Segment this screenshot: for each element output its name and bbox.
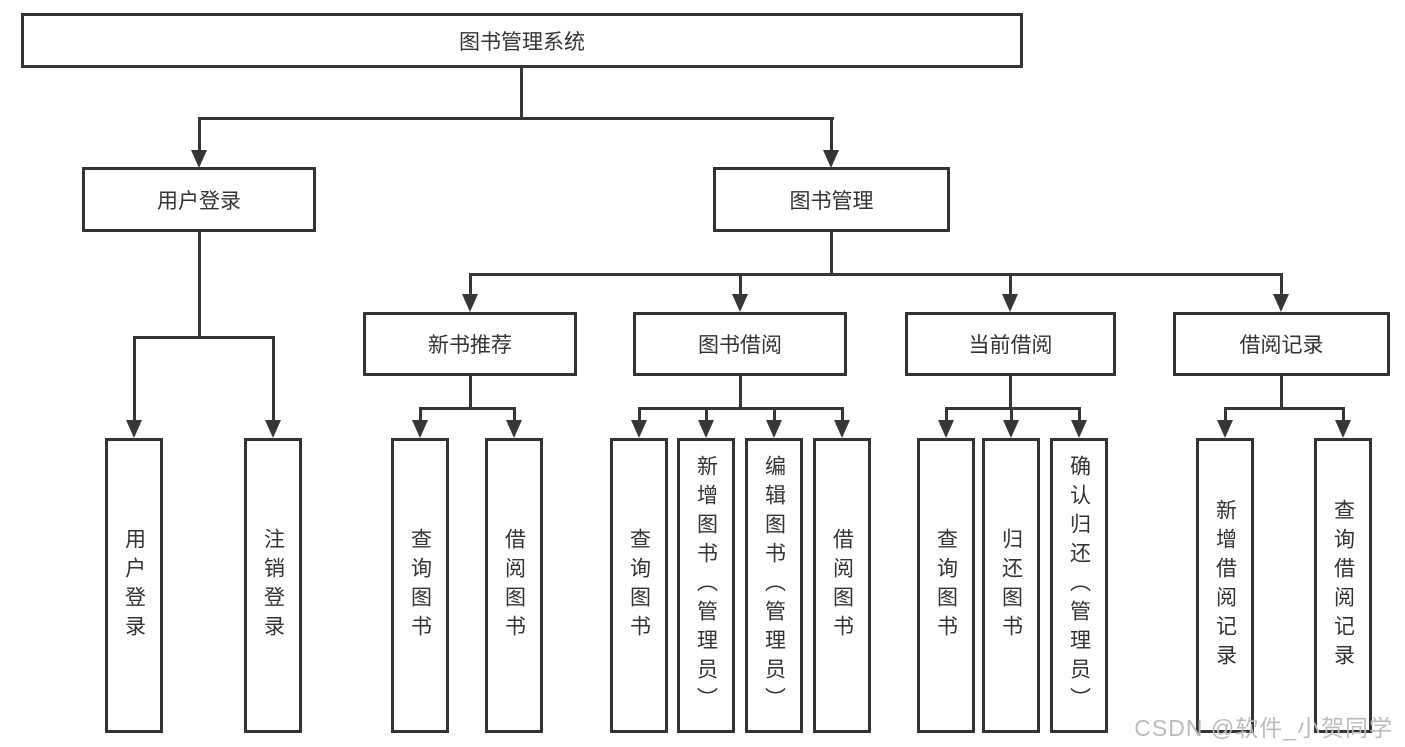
connector-line: [198, 232, 201, 336]
node-label: 编辑图书（管理员）: [762, 455, 786, 716]
connector-line: [133, 336, 275, 339]
node-borrow-books: 借阅图书: [813, 438, 871, 733]
arrow-down-icon: [191, 150, 207, 168]
node-label: 图书管理系统: [459, 30, 585, 54]
connector-line: [133, 336, 136, 422]
arrow-down-icon: [462, 294, 478, 312]
connector-line: [945, 407, 948, 422]
connector-line: [841, 407, 844, 422]
node-label: 查询图书: [627, 527, 651, 644]
connector-line: [1280, 273, 1283, 296]
arrow-down-icon: [732, 294, 748, 312]
connector-line: [469, 273, 472, 296]
arrow-down-icon: [823, 150, 839, 168]
connector-line: [773, 407, 776, 422]
node-query-books-recommend: 查询图书: [391, 438, 449, 733]
connector-line: [469, 376, 472, 407]
node-label: 注销登录: [261, 527, 285, 644]
connector-line: [739, 273, 742, 296]
connector-line: [419, 407, 516, 410]
node-book-borrowing: 图书借阅: [633, 312, 847, 376]
node-label: 用户登录: [122, 527, 146, 644]
arrow-down-icon: [938, 420, 954, 438]
arrow-down-icon: [1071, 420, 1087, 438]
connector-line: [830, 232, 833, 273]
node-label: 新增借阅记录: [1213, 498, 1237, 673]
node-new-book-recommendation: 新书推荐: [363, 312, 577, 376]
node-current-borrowing: 当前借阅: [905, 312, 1116, 376]
connector-line: [419, 407, 422, 422]
arrow-down-icon: [834, 420, 850, 438]
arrow-down-icon: [1273, 294, 1289, 312]
connector-line: [638, 407, 641, 422]
arrow-down-icon: [126, 420, 142, 438]
arrow-down-icon: [698, 420, 714, 438]
node-query-books-current: 查询图书: [917, 438, 975, 733]
arrow-down-icon: [1002, 294, 1018, 312]
node-edit-book-admin: 编辑图书（管理员）: [745, 438, 803, 733]
node-label: 用户登录: [157, 189, 241, 213]
arrow-down-icon: [1217, 420, 1233, 438]
node-confirm-return-admin: 确认归还（管理员）: [1050, 438, 1108, 733]
connector-line: [1009, 376, 1012, 407]
node-add-borrow-record: 新增借阅记录: [1196, 438, 1254, 733]
node-library-management-system: 图书管理系统: [21, 13, 1023, 68]
arrow-down-icon: [631, 420, 647, 438]
arrow-down-icon: [265, 420, 281, 438]
connector-line: [1224, 407, 1344, 410]
node-label: 查询图书: [934, 527, 958, 644]
node-query-borrow-record: 查询借阅记录: [1314, 438, 1372, 733]
connector-line: [513, 407, 516, 422]
csdn-watermark: CSDN @软件_小贺同学: [1134, 715, 1393, 741]
connector-line: [469, 273, 1283, 276]
node-label: 借阅图书: [830, 527, 854, 644]
connector-line: [520, 68, 523, 117]
node-label: 查询图书: [408, 527, 432, 644]
connector-line: [1280, 376, 1283, 407]
arrow-down-icon: [1335, 420, 1351, 438]
arrow-down-icon: [766, 420, 782, 438]
arrow-down-icon: [506, 420, 522, 438]
connector-line: [1078, 407, 1081, 422]
node-label: 查询借阅记录: [1331, 498, 1355, 673]
node-add-book-admin: 新增图书（管理员）: [677, 438, 735, 733]
node-label: 借阅图书: [502, 527, 526, 644]
connector-line: [1009, 273, 1012, 296]
node-label: 借阅记录: [1239, 334, 1324, 357]
connector-line: [830, 117, 833, 153]
node-logout: 注销登录: [244, 438, 302, 733]
node-label: 图书管理: [789, 189, 874, 213]
node-label: 归还图书: [999, 527, 1023, 644]
node-query-books-borrow: 查询图书: [610, 438, 668, 733]
connector-line: [638, 407, 844, 410]
connector-line: [1342, 407, 1345, 422]
node-label: 当前借阅: [968, 334, 1053, 357]
node-return-books: 归还图书: [982, 438, 1040, 733]
connector-line: [705, 407, 708, 422]
node-label: 新增图书（管理员）: [694, 455, 718, 716]
connector-line: [272, 336, 275, 422]
node-label: 确认归还（管理员）: [1067, 455, 1091, 716]
node-user-login: 用户登录: [105, 438, 163, 733]
node-book-management: 图书管理: [713, 167, 950, 232]
node-label: 新书推荐: [428, 334, 512, 357]
arrow-down-icon: [412, 420, 428, 438]
connector-line: [1224, 407, 1227, 422]
connector-line: [198, 117, 834, 120]
connector-line: [739, 376, 742, 407]
connector-line: [198, 117, 201, 153]
node-user-login-branch: 用户登录: [82, 167, 316, 232]
arrow-down-icon: [1003, 420, 1019, 438]
connector-line: [1010, 407, 1013, 422]
node-borrow-books-recommend: 借阅图书: [485, 438, 543, 733]
node-borrowing-records: 借阅记录: [1173, 312, 1390, 376]
node-label: 图书借阅: [698, 334, 782, 357]
